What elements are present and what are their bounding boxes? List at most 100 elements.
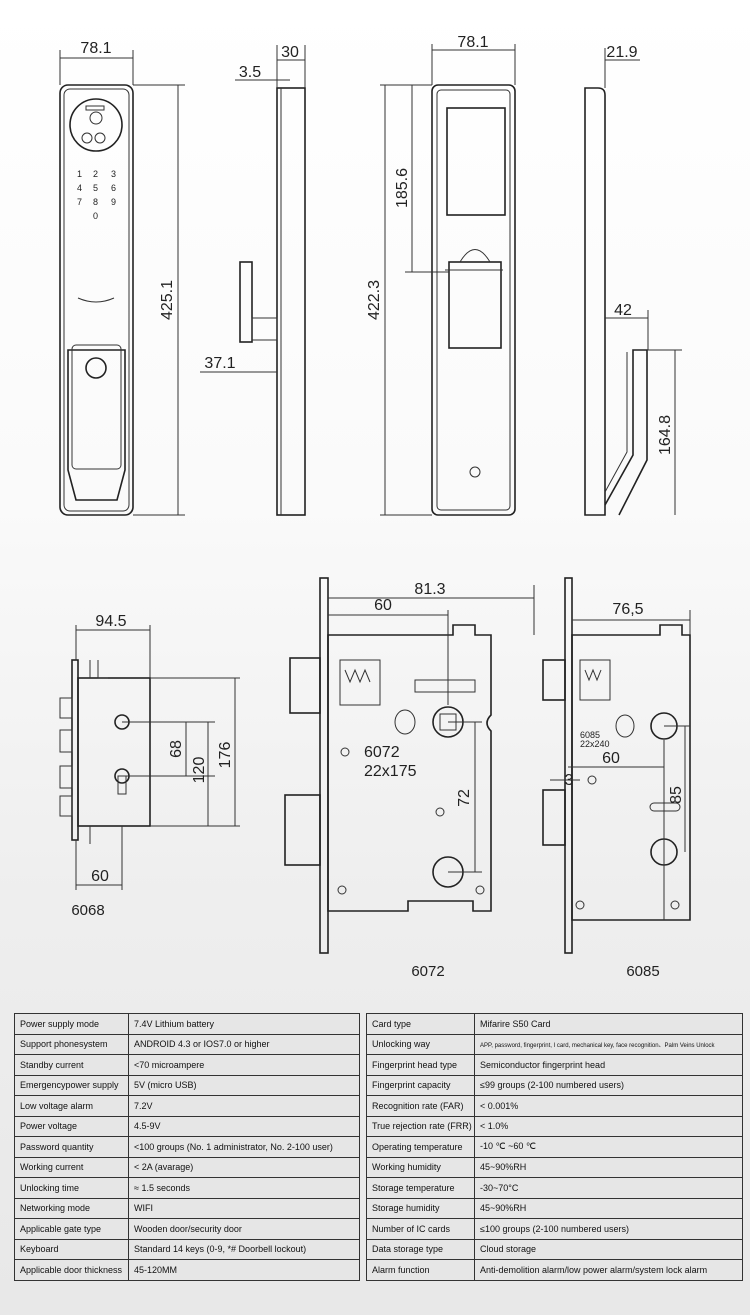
- spec-value: -10 ℃ ~60 ℃: [474, 1136, 743, 1158]
- spec-key: Unlocking way: [366, 1033, 475, 1055]
- spec-row: Recognition rate (FAR)< 0.001%: [366, 1095, 743, 1117]
- front-view-drawing: 1 2 3 4 5 6 7 8 9 0 78.1 425.1: [59, 40, 185, 516]
- m6085-label: 6085: [626, 963, 659, 980]
- key-3: 3: [111, 169, 116, 179]
- spec-key: Standby current: [14, 1054, 129, 1076]
- spec-value: WIFI: [128, 1197, 360, 1219]
- spec-value: ANDROID 4.3 or IOS7.0 or higher: [128, 1033, 360, 1055]
- m6068-120-dim: 120: [191, 757, 208, 784]
- spec-value: -30~70°C: [474, 1177, 743, 1199]
- front-height-dim: 425.1: [159, 280, 176, 320]
- spec-value: < 2A (avarage): [128, 1156, 360, 1178]
- m6072-width-dim: 81.3: [414, 581, 445, 598]
- m6085-offset-dim: 3: [565, 772, 574, 789]
- spec-value: 7.2V: [128, 1095, 360, 1117]
- spec-key: Operating temperature: [366, 1136, 475, 1158]
- spec-value: 45~90%RH: [474, 1156, 743, 1178]
- spec-value: 4.5-9V: [128, 1115, 360, 1137]
- mortise-6085-drawing: 76,5 60 3 85 6085 22x240 6085: [542, 577, 691, 980]
- key-4: 4: [77, 183, 82, 193]
- side-offset-dim: 3.5: [239, 64, 261, 81]
- m6072-center-dim: 72: [456, 789, 473, 807]
- spec-row: Fingerprint capacity≤99 groups (2-100 nu…: [366, 1074, 743, 1096]
- spec-key: Low voltage alarm: [14, 1095, 129, 1117]
- key-9: 9: [111, 197, 116, 207]
- spec-key: Working humidity: [366, 1156, 475, 1178]
- spec-row: Storage temperature-30~70°C: [366, 1177, 743, 1199]
- spec-value: Mifarire S50 Card: [474, 1013, 743, 1035]
- key-2: 2: [93, 169, 98, 179]
- back-screen-height-dim: 185.6: [394, 168, 411, 208]
- spec-key: Data storage type: [366, 1238, 475, 1260]
- front-width-dim: 78.1: [80, 40, 111, 57]
- spec-value: < 0.001%: [474, 1095, 743, 1117]
- spec-key: Emergencypower supply: [14, 1074, 129, 1096]
- spec-value: ≤100 groups (2-100 numbered users): [474, 1218, 743, 1240]
- spec-value: 5V (micro USB): [128, 1074, 360, 1096]
- m6085-inner-label: 6085: [580, 730, 600, 740]
- mortise-6068-drawing: 94.5 68 120 176 60 6068: [59, 613, 240, 919]
- m6072-label: 6072: [411, 963, 444, 980]
- key-7: 7: [77, 197, 82, 207]
- spec-value: Cloud storage: [474, 1238, 743, 1260]
- spec-key: Applicable door thickness: [14, 1259, 129, 1281]
- side2-handle-depth-dim: 42: [614, 302, 632, 319]
- spec-row: True rejection rate (FRR)< 1.0%: [366, 1115, 743, 1137]
- m6072-inner-label: 6072: [364, 744, 400, 761]
- m6085-width-dim: 76,5: [612, 601, 643, 618]
- spec-value: Standard 14 keys (0-9, *# Doorbell locko…: [128, 1238, 360, 1260]
- spec-value: < 1.0%: [474, 1115, 743, 1137]
- spec-value: APP, password, fingerprint, I card, mech…: [474, 1033, 743, 1055]
- spec-value: ≈ 1.5 seconds: [128, 1177, 360, 1199]
- spec-key: Storage temperature: [366, 1177, 475, 1199]
- spec-row: Unlocking time≈ 1.5 seconds: [14, 1177, 360, 1199]
- key-0: 0: [93, 211, 98, 221]
- side-depth-dim: 30: [281, 44, 299, 61]
- back-width-dim: 78.1: [457, 34, 488, 51]
- spec-key: Unlocking time: [14, 1177, 129, 1199]
- spec-key: Card type: [366, 1013, 475, 1035]
- key-6: 6: [111, 183, 116, 193]
- m6072-backset-dim: 60: [374, 597, 392, 614]
- spec-row: Password quantity<100 groups (No. 1 admi…: [14, 1136, 360, 1158]
- spec-value: Anti-demolition alarm/low power alarm/sy…: [474, 1259, 743, 1281]
- spec-value: 7.4V Lithium battery: [128, 1013, 360, 1035]
- key-5: 5: [93, 183, 98, 193]
- m6068-width-dim: 94.5: [95, 613, 126, 630]
- side2-handle-length-dim: 164.8: [657, 415, 674, 455]
- spec-key: Recognition rate (FAR): [366, 1095, 475, 1117]
- m6085-backset-dim: 60: [602, 750, 620, 767]
- m6068-68-dim: 68: [168, 740, 185, 758]
- spec-value: <70 microampere: [128, 1054, 360, 1076]
- spec-value: 45-120MM: [128, 1259, 360, 1281]
- back-view-drawing: 78.1 185.6 422.3: [366, 34, 516, 516]
- spec-key: Storage humidity: [366, 1197, 475, 1219]
- spec-key: True rejection rate (FRR): [366, 1115, 475, 1137]
- m6072-inner-size: 22x175: [364, 763, 417, 780]
- spec-key: Number of IC cards: [366, 1218, 475, 1240]
- m6068-backset-dim: 60: [91, 868, 109, 885]
- mortise-6072-drawing: 81.3 60 72 6072 22x175 6072: [284, 577, 535, 980]
- spec-key: Fingerprint capacity: [366, 1074, 475, 1096]
- m6068-label: 6068: [71, 902, 104, 919]
- spec-key: Alarm function: [366, 1259, 475, 1281]
- side-view-drawing: 30 3.5 37.1: [200, 44, 306, 516]
- spec-key: Password quantity: [14, 1136, 129, 1158]
- spec-row: Number of IC cards≤100 groups (2-100 num…: [366, 1218, 743, 1240]
- back-height-dim: 422.3: [366, 280, 383, 320]
